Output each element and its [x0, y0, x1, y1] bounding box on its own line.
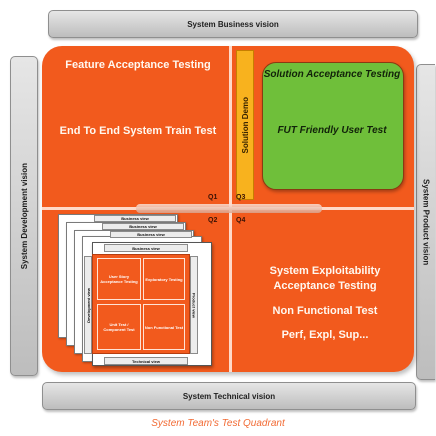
inner-box-3-label: Unit Test / Component Test: [103, 322, 135, 332]
product-vision-label: System Product vision: [421, 178, 431, 266]
technical-vision-label: System Technical vision: [182, 391, 276, 401]
inner-box-1-label: User Story Acceptance Testing: [100, 274, 138, 284]
q4-label: Q4: [236, 217, 246, 224]
front-product-strip: Product view: [190, 256, 198, 354]
front-development-strip: Development view: [84, 256, 92, 354]
stack-business-strip-3: Business view: [110, 231, 192, 238]
stack-business-strip-2-label: Business view: [129, 224, 157, 229]
exploitability-acceptance-text: System Exploitability Acceptance Testing: [269, 265, 381, 292]
stack-business-strip-2: Business view: [102, 223, 184, 230]
business-vision-label: System Business vision: [187, 19, 279, 29]
inner-box-4-label: Non Functional Test: [144, 324, 184, 330]
business-vision-banner: System Business vision: [48, 10, 418, 38]
non-functional-test-text: Non Functional Test: [272, 305, 378, 317]
stack-business-strip-3-label: Business view: [137, 232, 165, 237]
friendly-user-test-text: FUT Friendly User Test: [277, 125, 387, 136]
stack-business-strip-1-label: Business view: [121, 216, 149, 221]
front-technical-strip: Technical view: [104, 357, 188, 365]
solution-acceptance-title: Solution Acceptance Testing: [263, 69, 401, 80]
inner-box-2-label: Exploratory Testing: [145, 276, 183, 282]
inner-box-3: Unit Test / Component Test: [97, 304, 141, 350]
solution-acceptance-box: [262, 62, 404, 190]
development-vision-banner: System Development vision: [10, 56, 38, 376]
q1-label: Q1: [208, 194, 218, 201]
diagram-caption: System Team's Test Quadrant: [151, 418, 285, 429]
inner-box-2: Exploratory Testing: [143, 258, 185, 300]
stack-business-strip-1: Business view: [94, 215, 176, 222]
front-development-strip-label: Development view: [85, 287, 91, 323]
front-business-strip-label: Business view: [132, 245, 160, 251]
timeline-bar: [136, 204, 322, 213]
inner-box-1: User Story Acceptance Testing: [97, 258, 141, 300]
front-business-strip: Business view: [104, 244, 188, 252]
feature-acceptance-testing-text: Feature Acceptance Testing: [65, 59, 211, 71]
q2-label: Q2: [208, 217, 218, 224]
solution-demo-bar: Solution Demo: [236, 50, 254, 200]
end-to-end-test-text: End To End System Train Test: [59, 125, 217, 137]
q3-label: Q3: [236, 194, 246, 201]
development-vision-label: System Development vision: [19, 162, 29, 270]
inner-box-4: Non Functional Test: [143, 304, 185, 350]
front-product-strip-label: Product view: [191, 292, 197, 318]
front-technical-strip-label: Technical view: [132, 358, 160, 364]
product-vision-banner: System Product vision: [416, 64, 435, 380]
solution-demo-label: Solution Demo: [240, 96, 250, 154]
perf-expl-sup-text: Perf, Expl, Sup...: [281, 329, 369, 341]
technical-vision-banner: System Technical vision: [42, 382, 416, 410]
